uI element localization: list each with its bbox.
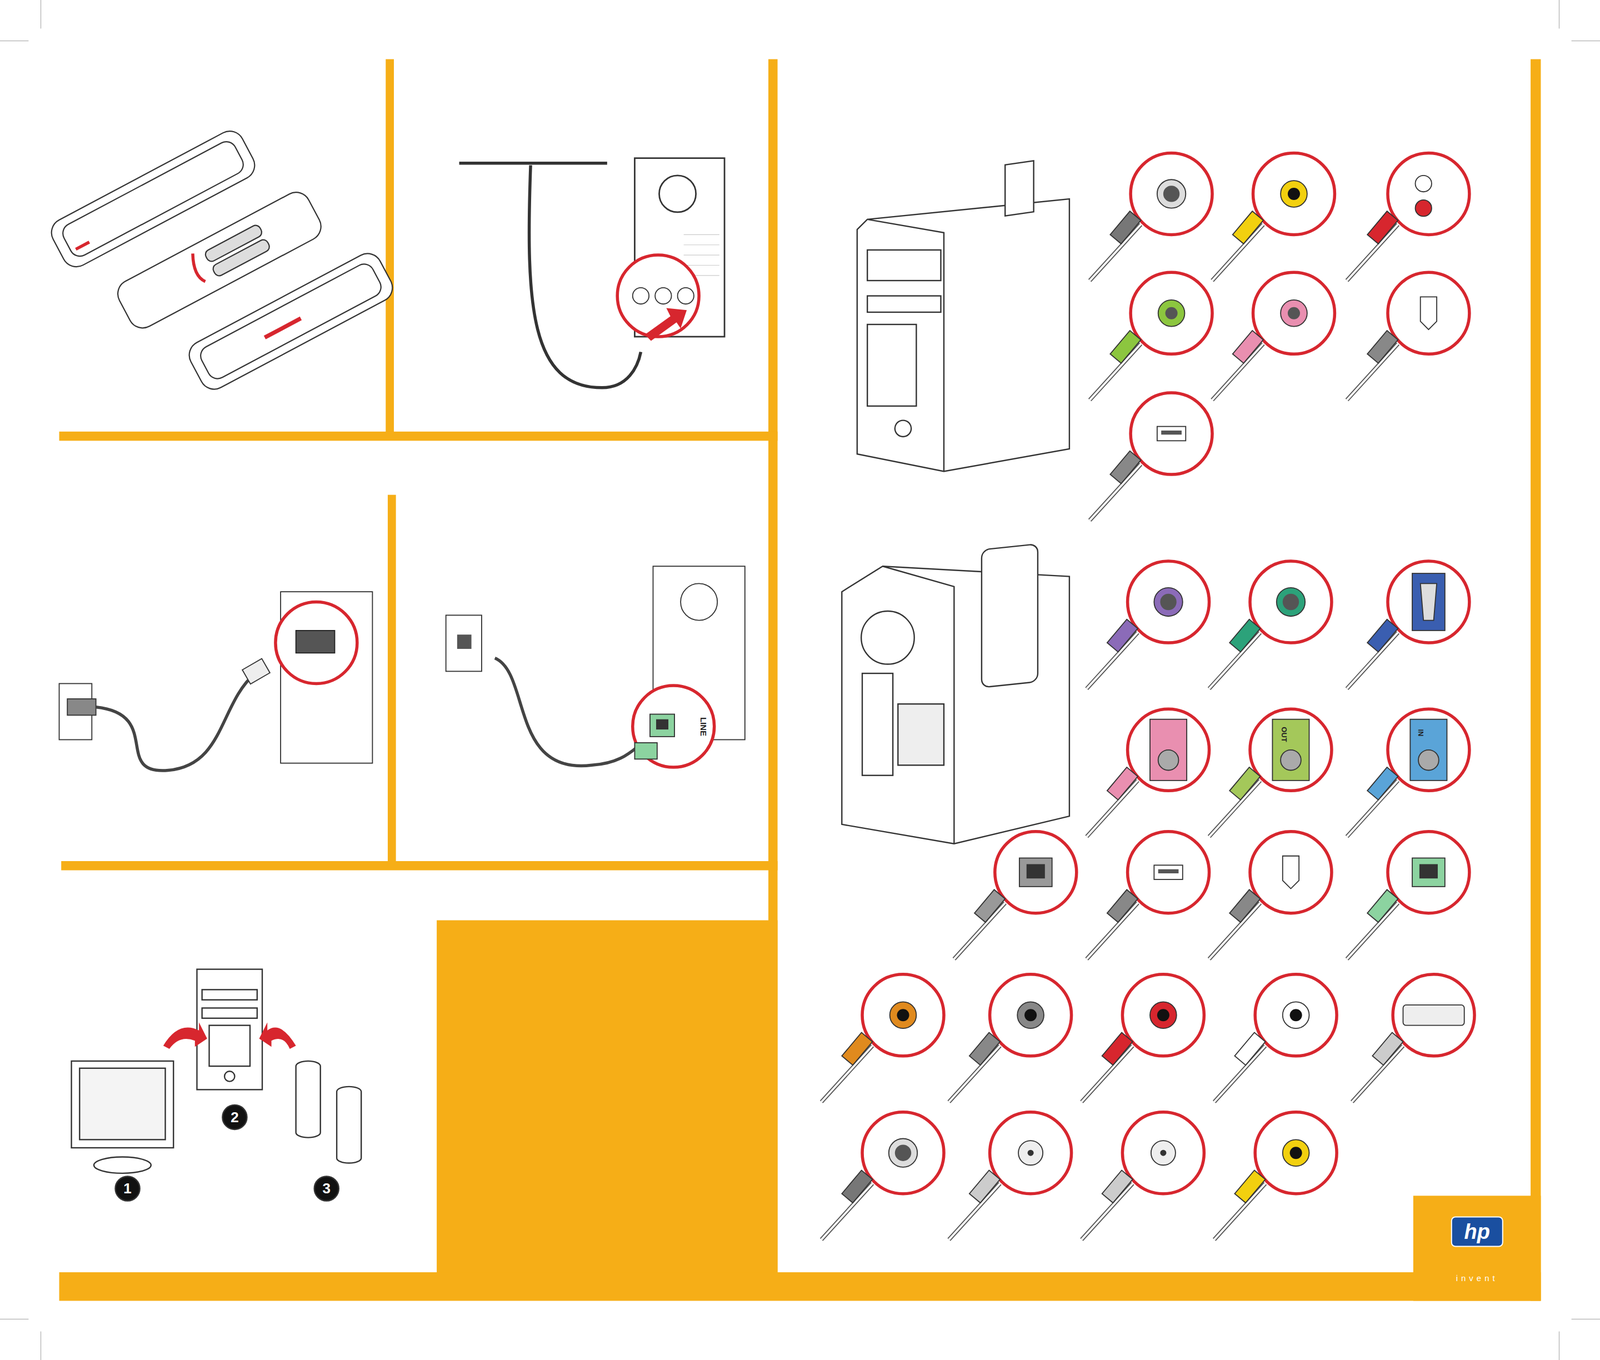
port-callout: [1212, 152, 1335, 281]
port-callout: [1212, 272, 1335, 400]
port-callout: [1090, 152, 1213, 281]
logo-mark: hp: [1450, 1216, 1503, 1247]
brand-logo-box: hp invent: [1413, 1195, 1542, 1301]
port-callout: [1086, 561, 1209, 689]
port-label: LINE: [698, 716, 708, 737]
port-callout: [1346, 152, 1469, 281]
yellow-frame: [59, 59, 1542, 1302]
power-panel: [59, 591, 373, 771]
port-label: IN: [1416, 728, 1425, 737]
port-callout: [1081, 1112, 1204, 1240]
port-callout: [1081, 974, 1204, 1103]
pc-tower-back: [841, 543, 1070, 844]
port-callout: [948, 974, 1072, 1103]
port-callout: [1209, 561, 1332, 689]
port-callout: [1090, 392, 1213, 521]
port-callout: [1214, 1112, 1337, 1240]
port-callout: [953, 831, 1077, 960]
port-callout: [1209, 831, 1332, 960]
antenna-panel: [459, 158, 725, 388]
port-callout: [1346, 708, 1469, 837]
phone-panel: [446, 566, 745, 768]
port-callout: [1209, 708, 1332, 837]
callout-number: 1: [122, 1180, 132, 1197]
power-on-sequence: [71, 969, 362, 1202]
port-callout: [821, 974, 944, 1103]
port-callout: [1346, 831, 1469, 960]
port-callouts: [821, 152, 1475, 1240]
port-callout: [1214, 974, 1337, 1103]
port-label: OUT: [1279, 726, 1288, 743]
pc-tower: [857, 160, 1070, 472]
logo-tagline: invent: [1456, 1272, 1499, 1283]
port-callout: [948, 1112, 1072, 1240]
remote-battery: [46, 126, 398, 395]
port-callout: [1346, 561, 1469, 689]
port-callout: [1352, 974, 1475, 1103]
port-callout: [1346, 272, 1469, 400]
callout-number: 3: [322, 1180, 332, 1197]
port-callout: [1090, 272, 1213, 400]
port-callout: [1086, 708, 1209, 837]
callout-number: 2: [230, 1109, 239, 1125]
port-callout: [1086, 831, 1209, 960]
port-callout: [821, 1112, 944, 1240]
